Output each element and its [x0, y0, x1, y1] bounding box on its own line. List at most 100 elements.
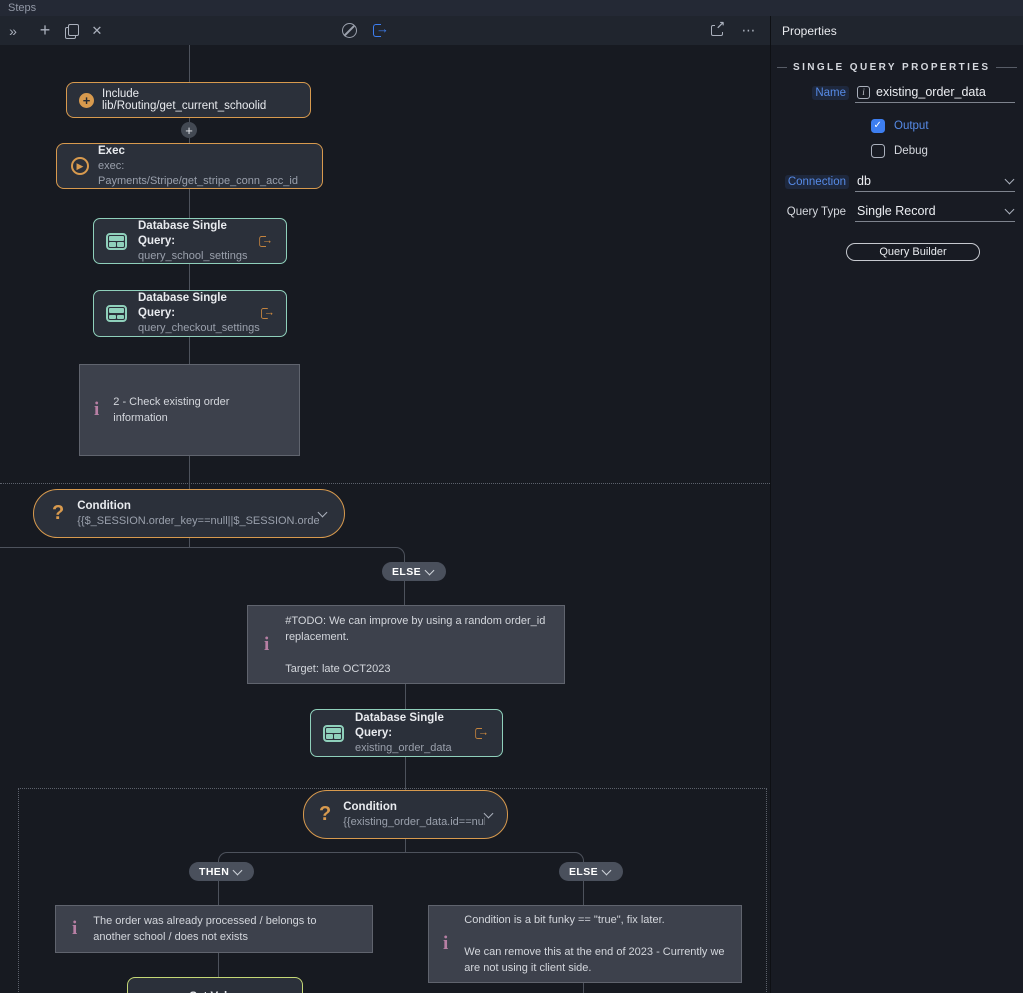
- connector-line: [188, 189, 190, 218]
- debug-checkbox[interactable]: [871, 144, 885, 158]
- node-cond1-subtitle: {{$_SESSION.order_key==null||$_SESSION.o…: [77, 514, 319, 527]
- comment-funky-line2: We can remove this at the end of 2023 - …: [464, 946, 725, 974]
- connector-line: [404, 839, 406, 852]
- connector-line: [217, 953, 219, 977]
- comment-text: The order was already processed / belong…: [93, 915, 317, 943]
- debug-label: Debug: [894, 145, 928, 157]
- node-db-query-school-settings[interactable]: Database Single Query: query_school_sett…: [93, 218, 287, 264]
- branch-else2-pill[interactable]: ELSE: [559, 862, 624, 881]
- node-db1-subtitle: query_school_settings: [138, 249, 248, 262]
- disable-step-button[interactable]: [336, 19, 362, 43]
- add-step-button[interactable]: +: [39, 20, 51, 40]
- node-db2-title: Database Single Query:: [138, 292, 227, 319]
- comment-check-existing-order[interactable]: i 2 - Check existing order information: [79, 364, 300, 456]
- node-exec-title: Exec: [98, 144, 125, 157]
- flow-canvas[interactable]: + Include lib/Routing/get_current_school…: [0, 45, 770, 993]
- connection-select[interactable]: db: [855, 172, 1015, 192]
- branch-else2-label: ELSE: [569, 865, 599, 878]
- more-options-button[interactable]: ⋯: [741, 22, 757, 38]
- comment-order-processed[interactable]: i The order was already processed / belo…: [55, 905, 373, 953]
- node-condition-existing-order-id[interactable]: ? Condition {{existing_order_data.id==nu…: [303, 790, 508, 839]
- output-arrow-icon: →: [475, 725, 489, 739]
- query-type-select[interactable]: Single Record: [855, 202, 1015, 222]
- connector-line: [188, 456, 190, 489]
- branch-else-label: ELSE: [392, 565, 422, 578]
- info-icon: i: [94, 399, 100, 420]
- connector-line: [188, 45, 190, 82]
- node-include[interactable]: + Include lib/Routing/get_current_school…: [66, 82, 311, 118]
- debug-row: Debug: [871, 144, 1023, 158]
- group-region: [18, 788, 767, 993]
- node-include-label: Include lib/Routing/get_current_schoolid: [102, 88, 267, 112]
- output-arrow-icon: →: [260, 305, 274, 320]
- connection-row: Connection db: [777, 172, 1015, 192]
- play-icon: ▶: [71, 157, 89, 175]
- delete-step-button[interactable]: ✕: [91, 22, 103, 38]
- branch-connector: [0, 547, 405, 605]
- info-icon: i: [264, 633, 270, 655]
- comment-todo-line2: Target: late OCT2023: [285, 662, 391, 675]
- name-value: existing_order_data: [876, 85, 986, 99]
- question-mark-icon: ?: [52, 502, 65, 524]
- output-checkbox[interactable]: [871, 119, 885, 133]
- info-icon: i: [72, 918, 78, 939]
- copy-step-button[interactable]: [58, 19, 84, 43]
- plus-circle-icon: +: [79, 92, 94, 108]
- chevron-down-icon: [317, 507, 328, 517]
- connection-value: db: [857, 174, 871, 188]
- output-label: Output: [894, 120, 929, 132]
- output-arrow-icon: →: [259, 233, 273, 247]
- panel-title-text: Steps: [8, 2, 37, 14]
- query-type-value: Single Record: [857, 204, 936, 218]
- connector-line: [188, 538, 190, 547]
- chevron-down-icon: [1004, 204, 1015, 215]
- run-step-button[interactable]: →: [368, 19, 394, 43]
- query-type-label: Query Type: [786, 206, 846, 218]
- properties-header-text: Properties: [782, 23, 837, 38]
- question-mark-icon: ?: [319, 803, 332, 825]
- share-button[interactable]: [704, 19, 730, 43]
- query-type-row: Query Type Single Record: [777, 202, 1015, 222]
- branch-then-label: THEN: [199, 865, 230, 878]
- panel-title: Steps: [0, 0, 1023, 16]
- name-label: Name: [812, 86, 849, 100]
- comment-todo-line1: #TODO: We can improve by using a random …: [285, 614, 546, 643]
- copy-icon: [64, 24, 79, 39]
- connector-line: [582, 983, 584, 993]
- query-type-label-wrap: Query Type: [777, 205, 849, 219]
- connector-line: [404, 684, 406, 709]
- comment-condition-funky[interactable]: i Condition is a bit funky == "true", fi…: [428, 905, 742, 983]
- node-exec-subtitle: exec: Payments/Stripe/get_stripe_conn_ac…: [98, 159, 298, 187]
- connection-label-wrap: Connection: [777, 175, 849, 189]
- comment-todo[interactable]: i #TODO: We can improve by using a rando…: [247, 605, 565, 684]
- node-db-query-checkout-settings[interactable]: Database Single Query: query_checkout_se…: [93, 290, 287, 337]
- query-builder-button[interactable]: Query Builder: [846, 243, 980, 261]
- branch-then-pill[interactable]: THEN: [189, 862, 255, 881]
- node-cond1-title: Condition: [77, 499, 131, 512]
- properties-panel: SINGLE QUERY PROPERTIES Name i existing_…: [770, 45, 1023, 993]
- node-exec[interactable]: ▶ Exec exec: Payments/Stripe/get_stripe_…: [56, 143, 323, 189]
- info-square-icon[interactable]: i: [857, 85, 870, 99]
- node-db3-subtitle: existing_order_data: [355, 741, 452, 754]
- name-input[interactable]: i existing_order_data: [855, 83, 1015, 103]
- node-condition-session-order-key[interactable]: ? Condition {{$_SESSION.order_key==null|…: [33, 489, 345, 538]
- node-cond2-subtitle: {{existing_order_data.id==null}}: [343, 815, 485, 828]
- section-title: SINGLE QUERY PROPERTIES: [777, 62, 1017, 73]
- node-set-value-partial[interactable]: Set Value: [127, 977, 303, 993]
- group-boundary: [0, 483, 770, 484]
- node-db-existing-order-data[interactable]: Database Single Query: existing_order_da…: [310, 709, 503, 757]
- connection-label: Connection: [784, 175, 849, 189]
- chevron-down-icon: [601, 865, 612, 875]
- chevron-down-icon: [424, 565, 435, 575]
- collapse-panel-button[interactable]: »: [9, 22, 17, 39]
- table-icon: [106, 232, 127, 250]
- chevron-down-icon: [1004, 174, 1015, 185]
- insert-step-button[interactable]: +: [181, 122, 197, 138]
- branch-else-pill[interactable]: ELSE: [382, 562, 447, 581]
- comment-funky-line1: Condition is a bit funky == "true", fix …: [464, 914, 665, 926]
- node-cond2-title: Condition: [343, 800, 397, 813]
- info-icon: i: [443, 933, 449, 954]
- node-db1-title: Database Single Query:: [138, 219, 227, 247]
- table-icon: [323, 724, 344, 742]
